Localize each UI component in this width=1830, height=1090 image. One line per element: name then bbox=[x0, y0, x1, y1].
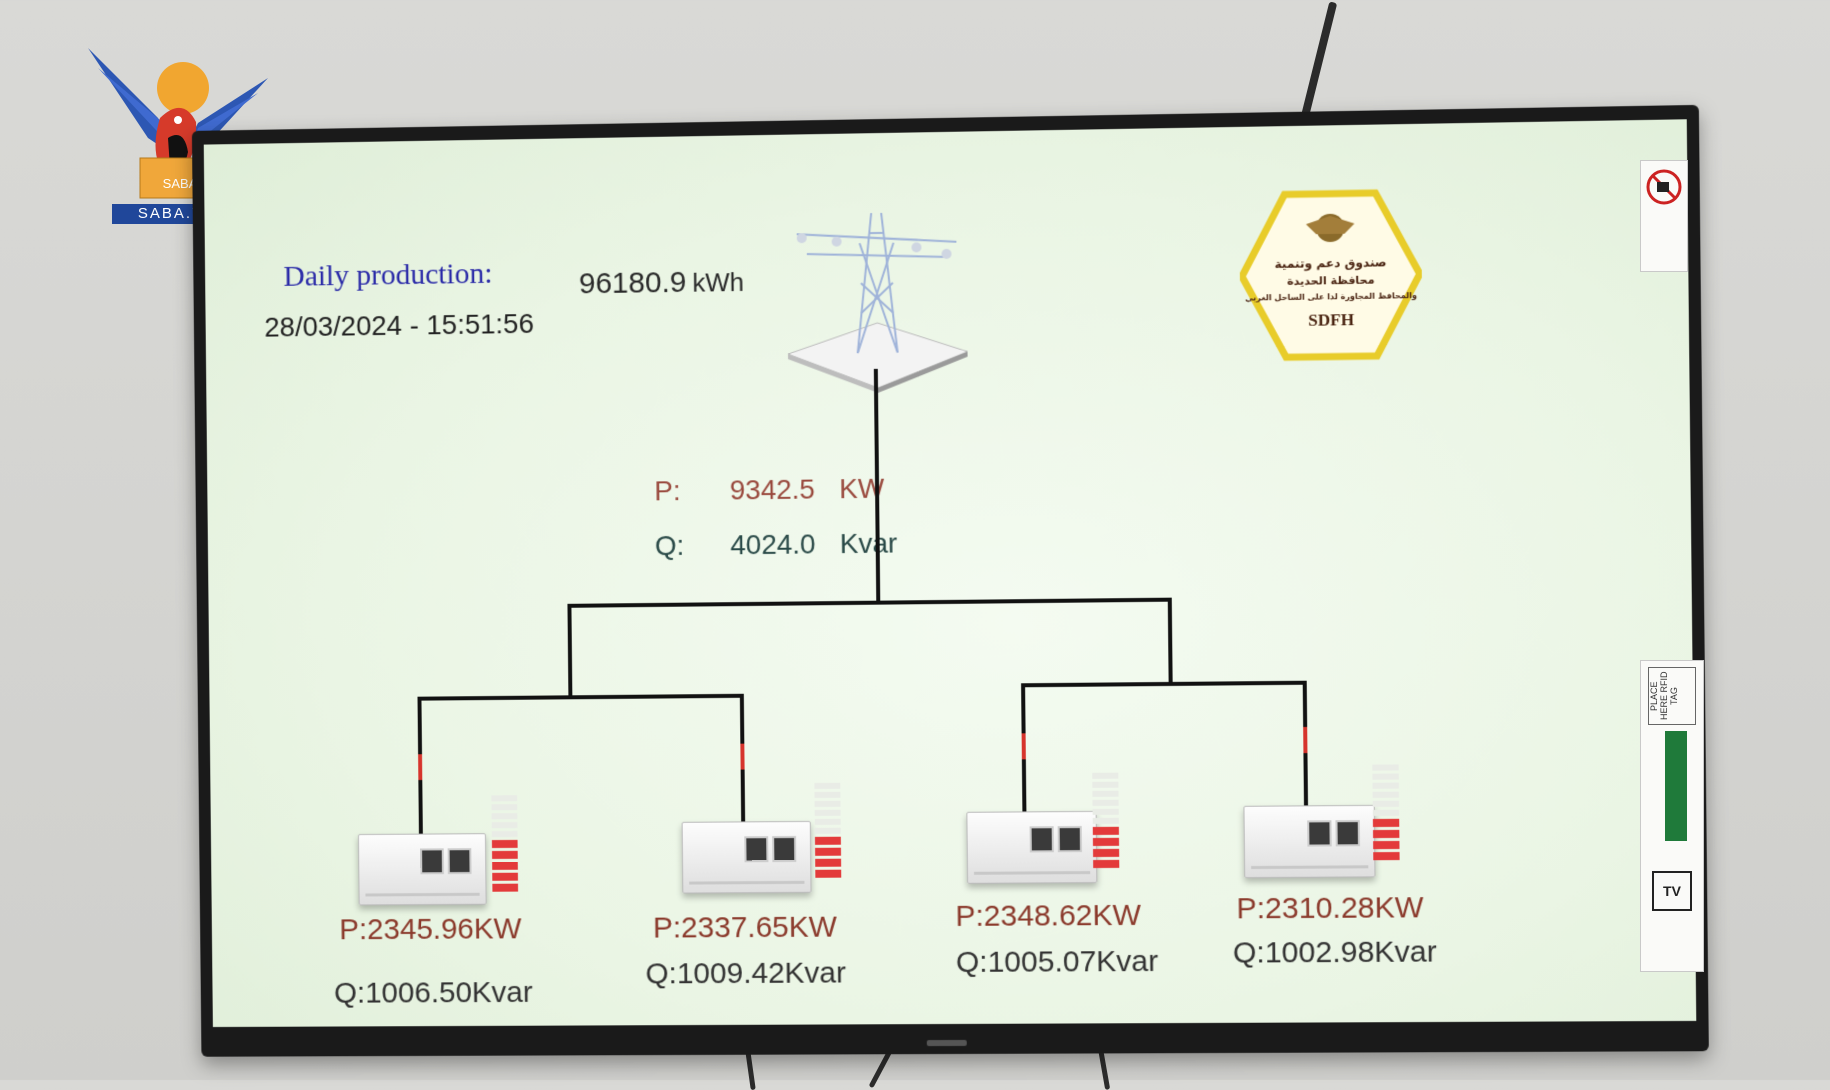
sdfh-badge: صندوق دعم وتنمية محافظة الحديدة والمحافظ… bbox=[1239, 188, 1423, 362]
breaker-marker-4 bbox=[1303, 727, 1307, 753]
level-segment bbox=[1093, 838, 1119, 846]
level-segment bbox=[1373, 810, 1399, 816]
inverter-unit-1 bbox=[358, 833, 487, 905]
level-segment bbox=[492, 822, 518, 828]
daily-production-number: 96180.9 bbox=[579, 266, 687, 300]
power-level-2 bbox=[814, 783, 841, 881]
inverter-3-p: P:2348.62KW bbox=[955, 899, 1141, 934]
level-segment bbox=[815, 810, 841, 816]
level-segment bbox=[814, 783, 840, 789]
badge-line-2: محافظة الحديدة bbox=[1240, 273, 1422, 289]
level-segment bbox=[1373, 852, 1399, 860]
inverter-4-q: Q:1002.98Kvar bbox=[1233, 935, 1437, 970]
level-segment bbox=[1373, 830, 1399, 838]
level-segment bbox=[492, 831, 518, 837]
level-segment bbox=[815, 801, 841, 807]
wire-top-horizontal bbox=[567, 598, 1171, 608]
level-segment bbox=[814, 792, 840, 798]
level-segment bbox=[815, 819, 841, 825]
level-segment bbox=[1093, 818, 1119, 824]
level-segment bbox=[1373, 792, 1399, 798]
level-segment bbox=[1092, 782, 1118, 788]
level-segment bbox=[492, 884, 518, 892]
inverter-2-q: Q:1009.42Kvar bbox=[645, 957, 846, 992]
tv-brand-strip bbox=[927, 1040, 967, 1046]
level-segment bbox=[815, 837, 841, 845]
level-segment bbox=[491, 795, 517, 801]
level-segment bbox=[492, 851, 518, 859]
inverter-4-p: P:2310.28KW bbox=[1236, 891, 1423, 926]
total-q-value: 4024.0 bbox=[730, 528, 815, 561]
breaker-marker-3 bbox=[1022, 733, 1026, 759]
power-level-4 bbox=[1372, 764, 1399, 863]
level-segment bbox=[1373, 819, 1399, 827]
wire-right-drop bbox=[1168, 598, 1173, 686]
daily-production-label: Daily production: bbox=[283, 257, 492, 294]
total-p-value: 9342.5 bbox=[730, 474, 815, 507]
warning-sticker bbox=[1640, 160, 1688, 272]
level-segment bbox=[1373, 841, 1399, 849]
level-segment bbox=[1093, 809, 1119, 815]
inverter-1-p: P:2345.96KW bbox=[339, 912, 522, 947]
level-segment bbox=[492, 873, 518, 881]
breaker-marker-2 bbox=[740, 744, 744, 770]
rfid-tag-label: PLACE HERE RFID TAG bbox=[1648, 667, 1696, 725]
level-segment bbox=[1373, 801, 1399, 807]
total-q-unit: Kvar bbox=[840, 528, 898, 561]
energy-rating-label bbox=[1665, 731, 1687, 841]
no-disassemble-icon bbox=[1644, 167, 1684, 207]
timestamp: 28/03/2024 - 15:51:56 bbox=[264, 308, 534, 344]
level-segment bbox=[492, 804, 518, 810]
badge-code: SDFH bbox=[1240, 309, 1422, 332]
level-segment bbox=[492, 813, 518, 819]
level-segment bbox=[1372, 783, 1398, 789]
level-segment bbox=[1372, 764, 1398, 770]
power-level-3 bbox=[1092, 773, 1119, 871]
inverter-3-q: Q:1005.07Kvar bbox=[956, 945, 1159, 980]
level-segment bbox=[1372, 773, 1398, 779]
inverter-unit-3 bbox=[966, 811, 1097, 884]
level-segment bbox=[1093, 860, 1119, 868]
badge-line-1: صندوق دعم وتنمية bbox=[1240, 255, 1422, 272]
total-p-label: P: bbox=[654, 475, 681, 507]
wire-left-branch bbox=[417, 694, 743, 701]
level-segment bbox=[492, 840, 518, 848]
level-segment bbox=[815, 848, 841, 856]
inverter-1-q: Q:1006.50Kvar bbox=[334, 976, 533, 1011]
total-q-label: Q: bbox=[655, 530, 685, 562]
transmission-tower-icon bbox=[776, 201, 977, 394]
tv-energy-label: TV bbox=[1652, 871, 1692, 911]
level-segment bbox=[815, 859, 841, 867]
level-segment bbox=[1093, 849, 1119, 857]
power-level-1 bbox=[491, 795, 518, 895]
level-segment bbox=[1092, 800, 1118, 806]
level-segment bbox=[815, 870, 841, 878]
inverter-2-p: P:2337.65KW bbox=[653, 911, 837, 946]
wire-left-drop bbox=[567, 604, 572, 700]
daily-production-unit: kWh bbox=[692, 267, 744, 298]
level-segment bbox=[1092, 791, 1118, 797]
level-segment bbox=[492, 862, 518, 870]
wire-right-branch bbox=[1021, 681, 1307, 688]
breaker-marker-1 bbox=[418, 754, 422, 780]
inverter-unit-2 bbox=[682, 821, 812, 894]
level-segment bbox=[1092, 773, 1118, 779]
inverter-unit-4 bbox=[1243, 805, 1375, 878]
rfid-energy-sticker: PLACE HERE RFID TAG TV bbox=[1640, 660, 1704, 972]
level-segment bbox=[815, 828, 841, 834]
level-segment bbox=[1093, 827, 1119, 835]
